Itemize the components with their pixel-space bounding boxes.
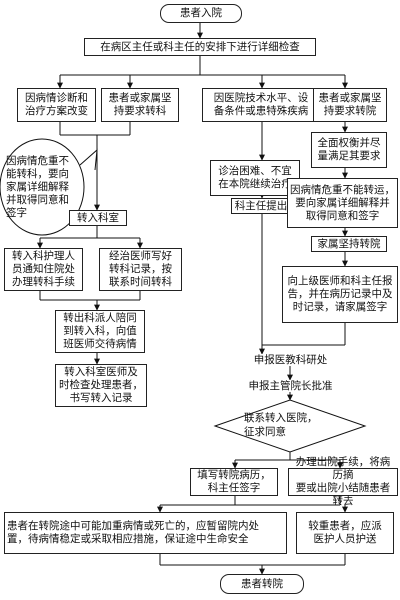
send-staff-node: 转出科派人陪同 到转入科，向值 班医师交待病情 [55, 310, 145, 353]
right-family-insist-node: 患者或家属坚 持要求转院 [313, 88, 387, 122]
hard-diagnosis-node: 诊治困难、不宜 在本院继续治疗 [210, 160, 300, 196]
transfer-dept-in-node: 转入科室 [69, 210, 127, 226]
start-node: 患者入院 [160, 4, 242, 23]
ellipse-note: 因病情危重不 能转科，要向 家属详细解释 并取得同意和 签字 [6, 155, 69, 219]
report-vice-president-node: 申报主管院长批准 [233, 380, 348, 392]
receive-nurse-node: 转入科护理人 员通知住院处 办理转科手续 [4, 248, 83, 291]
doctor-record-node: 经治医师写好 转科记录，按 联系时间转科 [99, 248, 182, 291]
check-record-node: 转入科室医师及 时检查处理患者， 书写转入记录 [55, 364, 147, 407]
discharge-procedure-node: 办理出院手续，将病历摘 要或出院小结随患者转去 [288, 456, 398, 507]
balance-request-node: 全面权衡并尽 量满足其要求 [311, 132, 387, 168]
en-route-note-node: 患者在转院途中可能加重病情或死亡的，应暂留院内处 置，待病情稳定或采取相应措施，… [4, 512, 287, 554]
left-family-insist-node: 患者或家属坚 持要求转科 [101, 88, 179, 122]
exam-node: 在病区主任或科主任的安排下进行详细检查 [84, 38, 316, 56]
report-medical-dept-node: 申报医教科研处 [233, 354, 348, 366]
end-node: 患者转院 [220, 574, 304, 594]
director-propose-node: 科主任提出 [231, 198, 291, 214]
left-cause-diag-node: 因病情诊断和 治疗方案改变 [17, 88, 96, 122]
report-superior-node: 向上级医师和科主任报 告，并在病历记录中及 时记录，请家属签字 [282, 266, 398, 323]
fill-record-node: 填写转院病历， 科主任签字 [190, 468, 278, 496]
family-insist-hospital-node: 家属坚持转院 [311, 236, 387, 252]
critical-no-transfer-node: 因病情危重不能转运， 要向家属详细解释并 取得同意和签字 [287, 178, 398, 228]
severe-escort-node: 较重患者，应派 医护人员护送 [296, 512, 394, 554]
right-cause-hospital-node: 因医院技术水平、设 备条件或患特殊疾病 [202, 88, 320, 122]
contact-hospital-node: 联系转入医院， 征求同意 [244, 412, 318, 438]
